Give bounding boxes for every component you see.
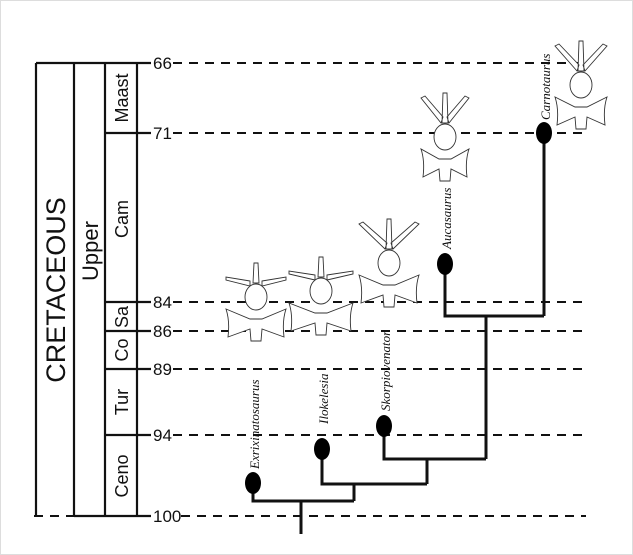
taxon-label-carnotaurus: Carnotaurus bbox=[538, 54, 553, 120]
stage-label-ceno: Ceno bbox=[112, 454, 132, 497]
vertebra-skorpiovenator bbox=[358, 218, 420, 308]
vertebra-illustrations bbox=[225, 40, 608, 342]
tick-label-94: 94 bbox=[153, 426, 172, 445]
vertebra-aucasaurus bbox=[420, 92, 470, 182]
vertebra-ilokelesia bbox=[288, 256, 354, 336]
epoch-label: Upper bbox=[78, 221, 103, 281]
taxon-label-ilokelesia: Ilokelesia bbox=[316, 373, 331, 425]
tick-label-86: 86 bbox=[153, 322, 172, 341]
vertebra-exrixinatosaurus bbox=[225, 262, 287, 342]
tick-label-84: 84 bbox=[153, 293, 172, 312]
tick-label-89: 89 bbox=[153, 360, 172, 379]
vertebra-carnotaurus bbox=[554, 40, 608, 130]
node-carnotaurus bbox=[536, 122, 552, 144]
tick-label-66: 66 bbox=[153, 54, 172, 73]
taxon-label-aucasaurus: Aucasaurus bbox=[439, 188, 454, 250]
node-exrixinatosaurus bbox=[245, 472, 261, 494]
timescale bbox=[34, 61, 151, 518]
tick-label-71: 71 bbox=[153, 124, 172, 143]
taxon-label-exrixinatosaurus: Exrixinatosaurus bbox=[247, 379, 262, 470]
period-label: CRETACEOUS bbox=[41, 197, 71, 383]
stage-label-co: Co bbox=[112, 338, 132, 361]
stage-label-tur: Tur bbox=[112, 389, 132, 415]
stage-label-sa: Sa bbox=[112, 305, 132, 328]
node-ilokelesia bbox=[314, 438, 330, 460]
cladogram-branches bbox=[251, 133, 546, 534]
node-aucasaurus bbox=[437, 253, 453, 275]
stage-label-cam: Cam bbox=[112, 200, 132, 238]
stage-label-maast: Maast bbox=[112, 73, 132, 122]
taxon-label-skorpiovenator: Skorpiovenator bbox=[378, 330, 393, 411]
node-skorpiovenator bbox=[376, 415, 392, 437]
taxon-nodes bbox=[245, 122, 552, 494]
tick-label-100: 100 bbox=[153, 507, 181, 526]
